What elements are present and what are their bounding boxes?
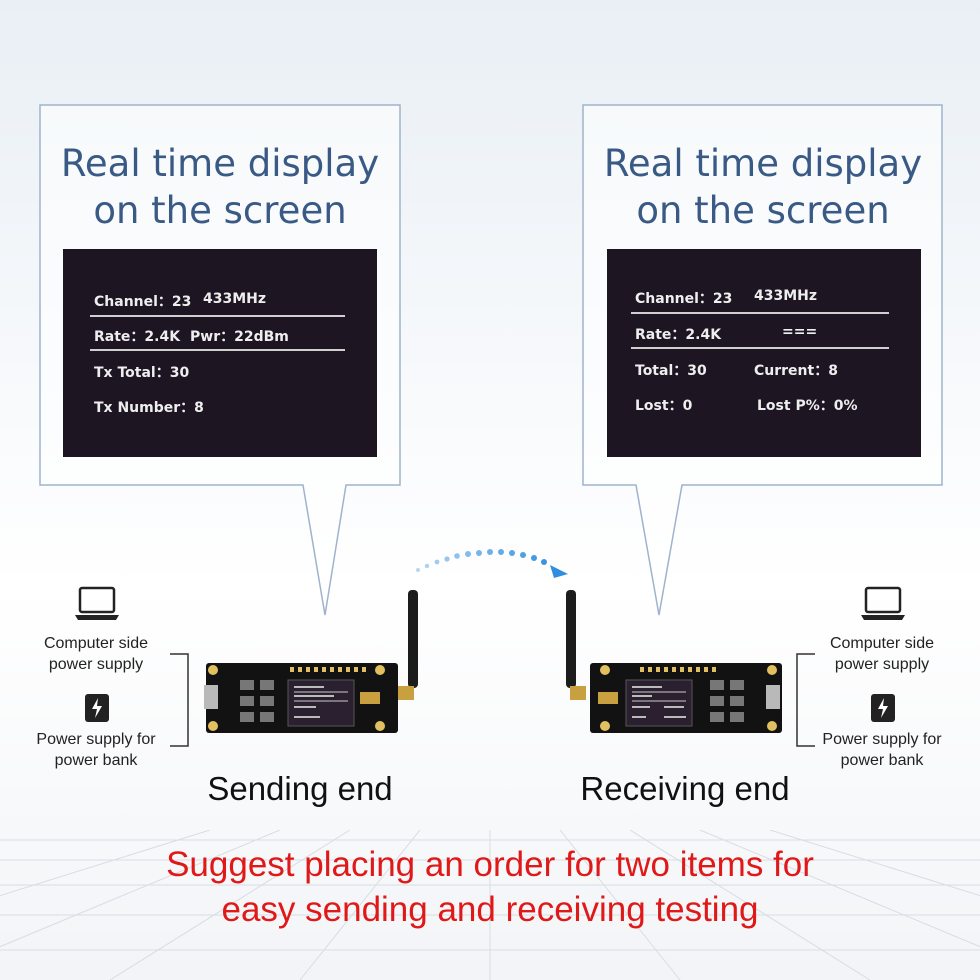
left-computer-power-label: Computer side power supply [20,633,172,675]
right-bracket [796,653,815,747]
right-title-line2: on the screen [636,189,890,232]
right-oled-screen: Channel：23 433MHz Rate：2.4K === Total：30… [607,249,921,457]
power-bank-line2: power bank [840,752,924,769]
screen-frequency: 433MHz [754,288,818,304]
sending-end-label: Sending end [207,770,393,807]
laptop-icon [861,586,905,620]
power-bank-line2: power bank [54,752,138,769]
screen-channel: Channel：23 [94,294,192,310]
left-power-bank-label: Power supply for power bank [14,729,178,771]
screen-divider [631,312,889,314]
receiving-end-label: Receiving end [580,770,790,807]
left-title-line2: on the screen [93,189,347,232]
right-callout-title: Real time display on the screen [583,140,943,234]
power-bank-icon [871,694,895,722]
computer-power-line2: power supply [48,656,144,673]
screen-divider [631,347,889,349]
screen-tx-total: Tx Total：30 [94,365,190,381]
screen-divider [90,349,345,351]
screen-divider [90,315,345,317]
computer-power-line1: Computer side [43,635,149,652]
computer-power-line2: power supply [834,656,930,673]
right-computer-power-label: Computer side power supply [806,633,958,675]
power-bank-line1: Power supply for [36,731,156,748]
left-oled-screen: Channel：23 433MHz Rate：2.4K Pwr：22dBm Tx… [63,249,377,457]
computer-power-line1: Computer side [829,635,935,652]
left-bracket [170,653,189,747]
suggestion-line2: easy sending and receiving testing [221,890,759,929]
screen-rate: Rate：2.4K [635,327,722,343]
transmission-arrow [416,549,568,578]
left-callout-title: Real time display on the screen [40,140,400,234]
power-bank-icon [85,694,109,722]
order-suggestion: Suggest placing an order for two items f… [0,842,980,932]
screen-channel: Channel：23 [635,291,733,307]
screen-rate: Rate：2.4K [94,329,181,345]
laptop-icon [75,586,119,620]
screen-signal: === [782,324,818,340]
screen-frequency: 433MHz [203,291,267,307]
right-power-bank-label: Power supply for power bank [800,729,964,771]
screen-lost: Lost：0 [635,398,693,414]
right-title-line1: Real time display [603,142,923,185]
sending-lora-board [204,590,418,733]
left-title-line1: Real time display [60,142,380,185]
suggestion-line1: Suggest placing an order for two items f… [166,845,814,884]
screen-tx-number: Tx Number：8 [94,400,204,416]
power-bank-line1: Power supply for [822,731,942,748]
receiving-lora-board [566,590,782,733]
screen-current: Current：8 [754,363,838,379]
screen-lost-percent: Lost P%：0% [757,398,858,414]
screen-power: Pwr：22dBm [190,329,289,345]
floor-grid [0,830,980,980]
screen-total: Total：30 [635,363,707,379]
